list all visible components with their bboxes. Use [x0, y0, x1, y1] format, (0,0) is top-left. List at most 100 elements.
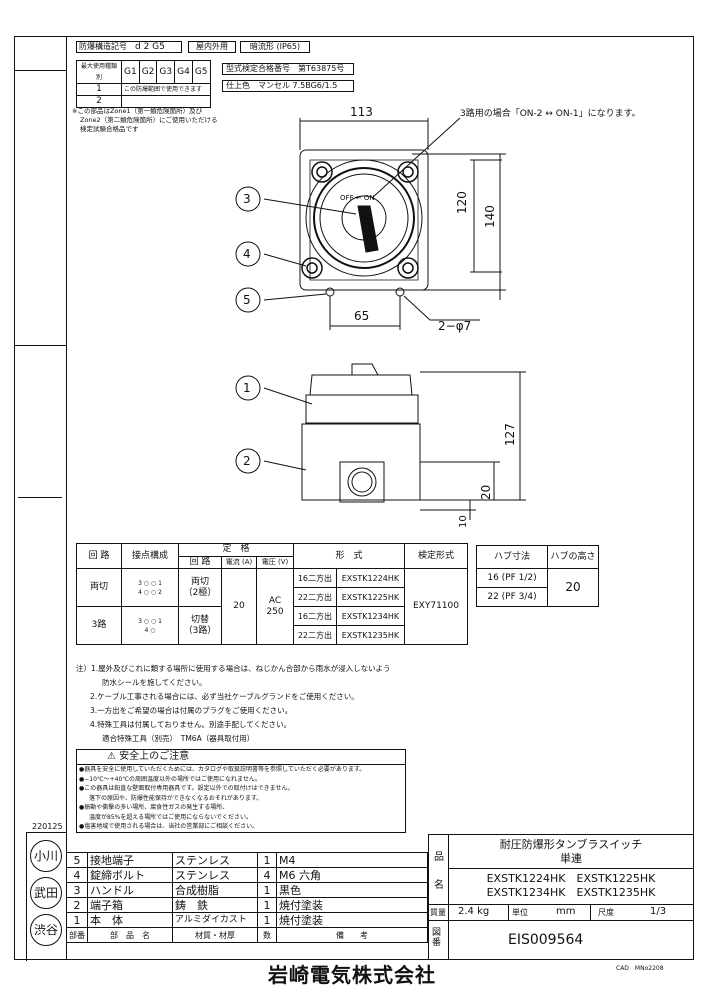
h-circuit: 回 路 — [76, 543, 122, 569]
gclass-table: 最大使用種類別 G1 G2 G3 G4 G5 1 この防爆範囲で使用できます 2 — [76, 60, 211, 108]
scale-label: 尺度 — [598, 908, 614, 917]
three-way-note: 3路用の場合「ON-2 ↔ ON-1」になります。 — [460, 107, 641, 119]
drawing-number: EIS009564 — [508, 932, 584, 948]
h-hub-height: ハブの高さ — [547, 545, 599, 569]
unit-value: mm — [556, 906, 576, 917]
title-divider — [448, 868, 694, 869]
row2-num: 2 — [76, 95, 122, 108]
parts-header: 部番部 品 名材質・材厚数備 考 — [66, 927, 428, 943]
notes: 注）1.屋外及びこれに類する場所に使用する場合は、ねじかん合部から雨水が浸入しな… — [76, 662, 391, 746]
dim-20: 20 — [479, 485, 493, 500]
model-pre: 16二方出 — [293, 568, 337, 588]
spec-table: 回 路 接点構成 定 格 形 式 検定形式 回 路 電流 (A) 電圧 (V) … — [76, 543, 468, 645]
dim-127: 127 — [503, 423, 517, 446]
model-pre: 22二方出 — [293, 587, 337, 607]
safety-text: ●器具を安全に使用していただくためには、カタログや取扱説明書等を参照していただく… — [79, 766, 366, 830]
model-pre: 22二方出 — [293, 625, 337, 645]
stamp-area — [26, 832, 67, 961]
h-hub-size: ハブ寸法 — [476, 545, 548, 569]
product-name: 耐圧防爆形タンブラスイッチ 単連 — [499, 838, 643, 865]
dim-113: 113 — [350, 105, 373, 119]
weight-label: 質量 — [430, 908, 446, 917]
r1-rcircuit: 両切 （2極） — [178, 568, 222, 607]
h-current: 電流 (A) — [221, 555, 257, 569]
product-label: 品 — [434, 852, 444, 863]
balloon-4: 4 — [243, 247, 251, 261]
r1-circuit: 両切 — [76, 568, 122, 607]
note-5: 適合特殊工具（別売） TM6A（器具取付用） — [102, 734, 255, 743]
hub-size: 22 (PF 3/4) — [476, 587, 548, 607]
h-rcircuit: 回 路 — [178, 555, 222, 569]
revision-column — [14, 36, 67, 960]
note-4: 4.特殊工具は付属しておりません。別途手配してください。 — [90, 720, 292, 729]
current-value: 20 — [221, 568, 257, 645]
rev-line — [14, 345, 66, 346]
rev-line — [14, 70, 66, 71]
rev-line — [18, 497, 62, 498]
gclass-header: 最大使用種類別 — [76, 60, 122, 84]
warning-icon: ⚠ — [107, 751, 116, 762]
hub-table: ハブ寸法 ハブの高さ 16 (PF 1/2) 20 22 (PF 3/4) — [476, 545, 599, 607]
title-divider — [428, 920, 694, 921]
hub-size: 16 (PF 1/2) — [476, 568, 548, 588]
title-sep — [508, 904, 509, 920]
h-rating: 定 格 — [178, 543, 294, 557]
r2-rcircuit: 切替 （3路） — [178, 606, 222, 645]
model: EXSTK1225HK — [335, 587, 406, 607]
dim-hole: 2−φ7 — [438, 319, 471, 333]
finish-color: 仕上色 マンセル 7.5BG6/1.5 — [222, 80, 354, 92]
h-model: 形 式 — [293, 543, 405, 569]
balloon-3: 3 — [243, 192, 251, 206]
weight-value: 2.4 kg — [458, 906, 490, 917]
h-voltage: 電圧 (V) — [256, 555, 294, 569]
stamp-takeda: 武田 — [30, 877, 62, 909]
model: EXSTK1235HK — [335, 625, 406, 645]
cert-value: EXY71100 — [404, 568, 468, 645]
model: EXSTK1234HK — [335, 606, 406, 626]
hub-height: 20 — [547, 568, 599, 607]
company-name: 岩崎電気株式会社 — [268, 963, 436, 987]
stamp-shibuya: 渋谷 — [30, 914, 62, 946]
r2-circuit: 3路 — [76, 606, 122, 645]
cad-number: CAD MNo2208 — [616, 965, 664, 972]
side-date: 220125 — [32, 822, 63, 831]
model: EXSTK1224HK — [335, 568, 406, 588]
dim-140: 140 — [483, 205, 497, 228]
waterproof-class: 暗流形 (IP65) — [240, 41, 310, 53]
gclass-cell: G5 — [191, 60, 211, 84]
h-cert: 検定形式 — [404, 543, 468, 569]
safety-box: ⚠ 安全上のご注意 ●器具を安全に使用していただくためには、カタログや取扱説明書… — [76, 749, 406, 833]
cert-number: 型式検定合格番号 第T63875号 — [222, 63, 354, 75]
product-models: EXSTK1224HK EXSTK1225HK EXSTK1234HK EXST… — [486, 872, 656, 899]
drawing-frame — [14, 36, 694, 960]
safety-title: ⚠ 安全上のご注意 — [77, 750, 405, 765]
title-block — [428, 834, 694, 960]
dim-120: 120 — [455, 191, 469, 214]
drawing-no-label: 図番 — [432, 928, 442, 948]
indoor-outdoor: 屋内外用 — [188, 41, 236, 53]
explosion-symbol: 防爆構造記号 d 2 G5 — [76, 41, 182, 53]
title-divider — [428, 904, 694, 905]
dial-label: OFF ← ON — [340, 194, 375, 202]
h-contact: 接点構成 — [121, 543, 179, 569]
zone-note: ※この部品はZone1（第一類危険箇所）及び Zone2（第二類危険箇所）にご使… — [72, 107, 218, 133]
dim-10: 10 — [458, 515, 469, 528]
unit-label: 単位 — [512, 908, 528, 917]
note-2: 2.ケーブル工事される場合には、必ず当社ケーブルグランドをご使用ください。 — [90, 692, 359, 701]
balloon-2: 2 — [243, 454, 251, 468]
name-label: 名 — [434, 880, 444, 891]
stamp-ogawa: 小川 — [30, 840, 62, 872]
note-1: 注）1.屋外及びこれに類する場所に使用する場合は、ねじかん合部から雨水が浸入しな… — [76, 664, 391, 673]
voltage-value: AC 250 — [256, 568, 294, 645]
dim-65: 65 — [354, 309, 369, 323]
note-1b: 防水シールを施してください。 — [102, 678, 207, 687]
technical-drawing: 113 120 140 65 2−φ7 127 20 10 3路用の場合「ON-… — [235, 105, 641, 528]
model-pre: 16二方出 — [293, 606, 337, 626]
